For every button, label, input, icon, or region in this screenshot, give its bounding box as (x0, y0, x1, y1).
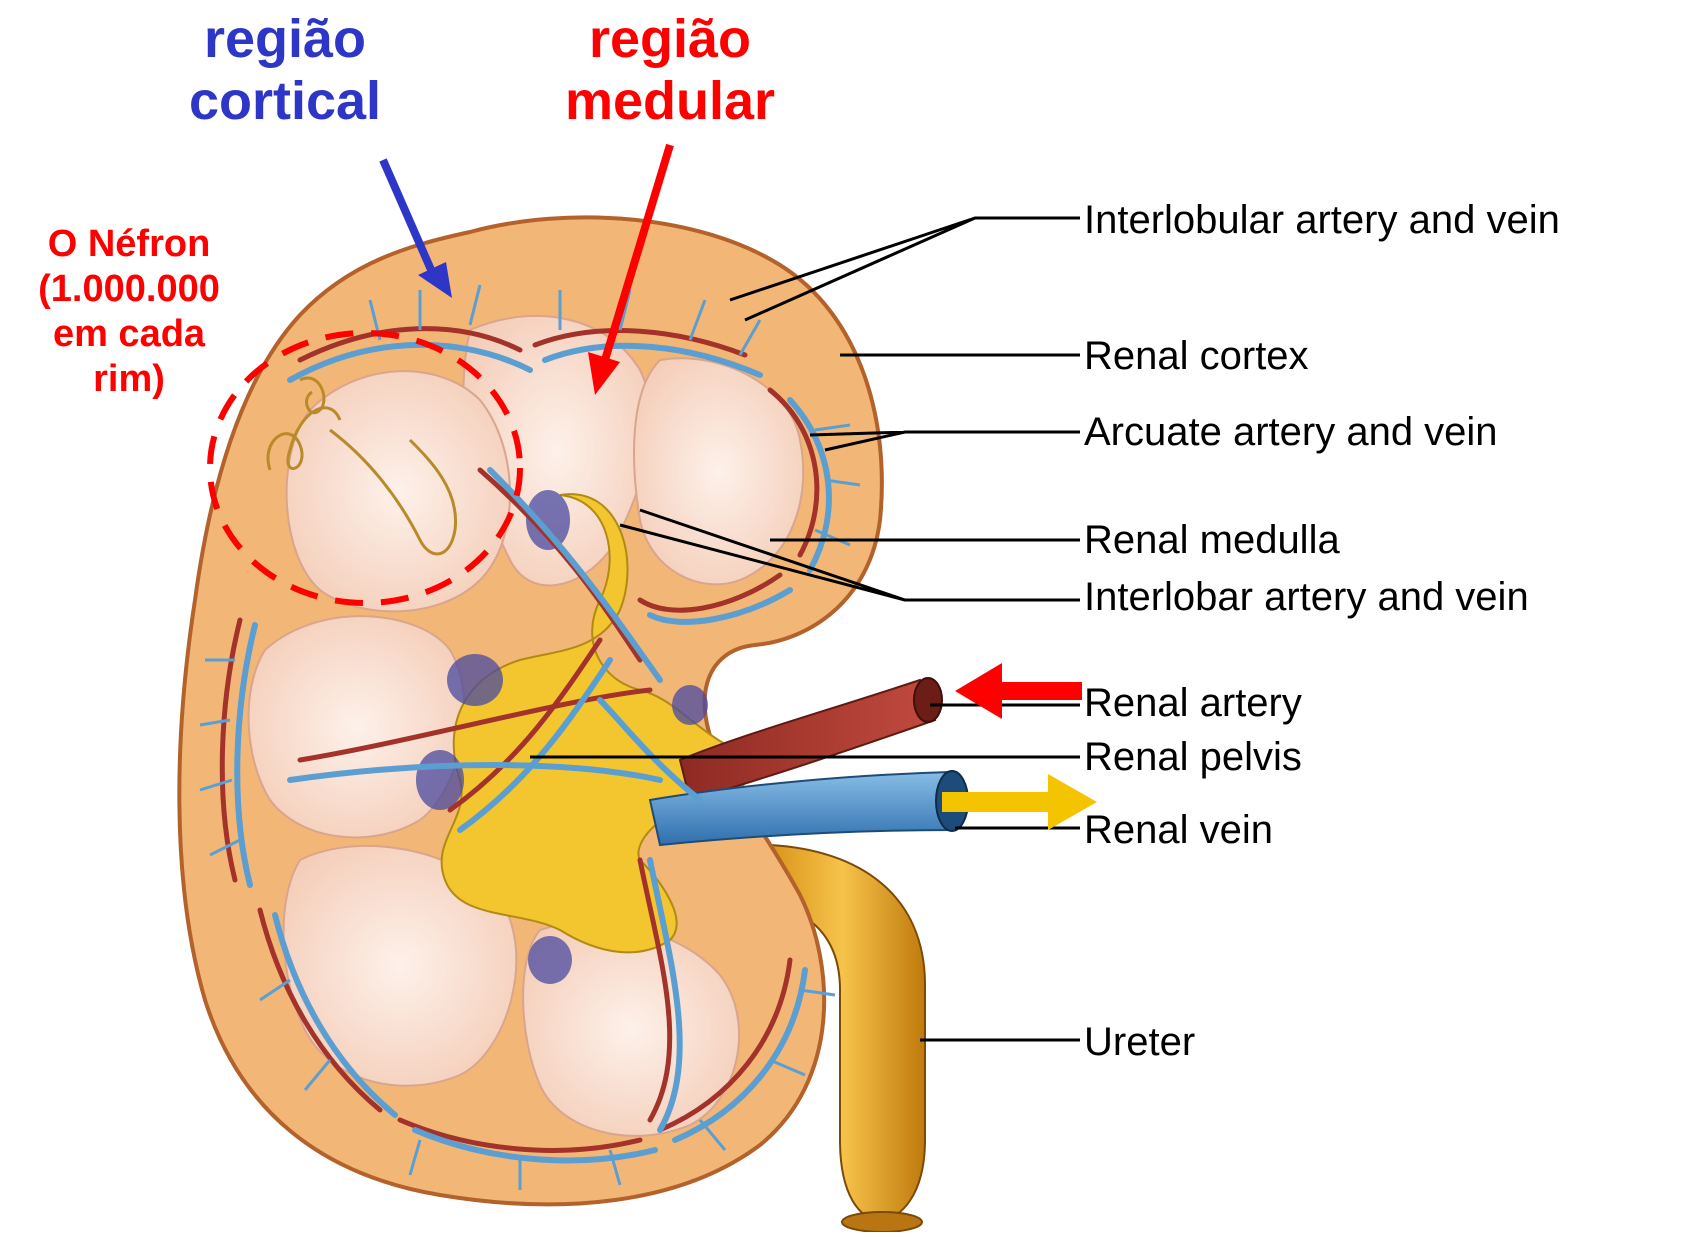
label-ureter: Ureter (1084, 1018, 1195, 1066)
label-renal-vein: Renal vein (1084, 806, 1273, 854)
nephron-note-line-4: rim) (0, 357, 258, 402)
medular-title-line-2: medular (535, 70, 805, 132)
renal-artery-opening (914, 678, 942, 722)
nephron-note-line-2: (1.000.000 (0, 267, 258, 312)
nephron-note: O Néfron (1.000.000 em cada rim) (0, 222, 258, 402)
nephron-note-line-1: O Néfron (0, 222, 258, 267)
medular-title-line-1: região (535, 8, 805, 70)
label-renal-medulla: Renal medulla (1084, 516, 1340, 564)
label-renal-artery: Renal artery (1084, 679, 1302, 727)
ureter-opening (842, 1212, 922, 1232)
label-arcuate-artery-vein: Arcuate artery and vein (1084, 408, 1498, 456)
label-interlobular-artery-vein: Interlobular artery and vein (1084, 196, 1560, 244)
label-renal-pelvis: Renal pelvis (1084, 733, 1302, 781)
label-renal-cortex: Renal cortex (1084, 332, 1309, 380)
artery-inflow-arrow (955, 663, 1082, 719)
cortical-title-line-2: cortical (150, 70, 420, 132)
label-interlobar-artery-vein: Interlobar artery and vein (1084, 573, 1529, 621)
cortical-title-line-1: região (150, 8, 420, 70)
cortical-region-title: região cortical (150, 8, 420, 132)
nephron-note-line-3: em cada (0, 312, 258, 357)
medular-region-title: região medular (535, 8, 805, 132)
